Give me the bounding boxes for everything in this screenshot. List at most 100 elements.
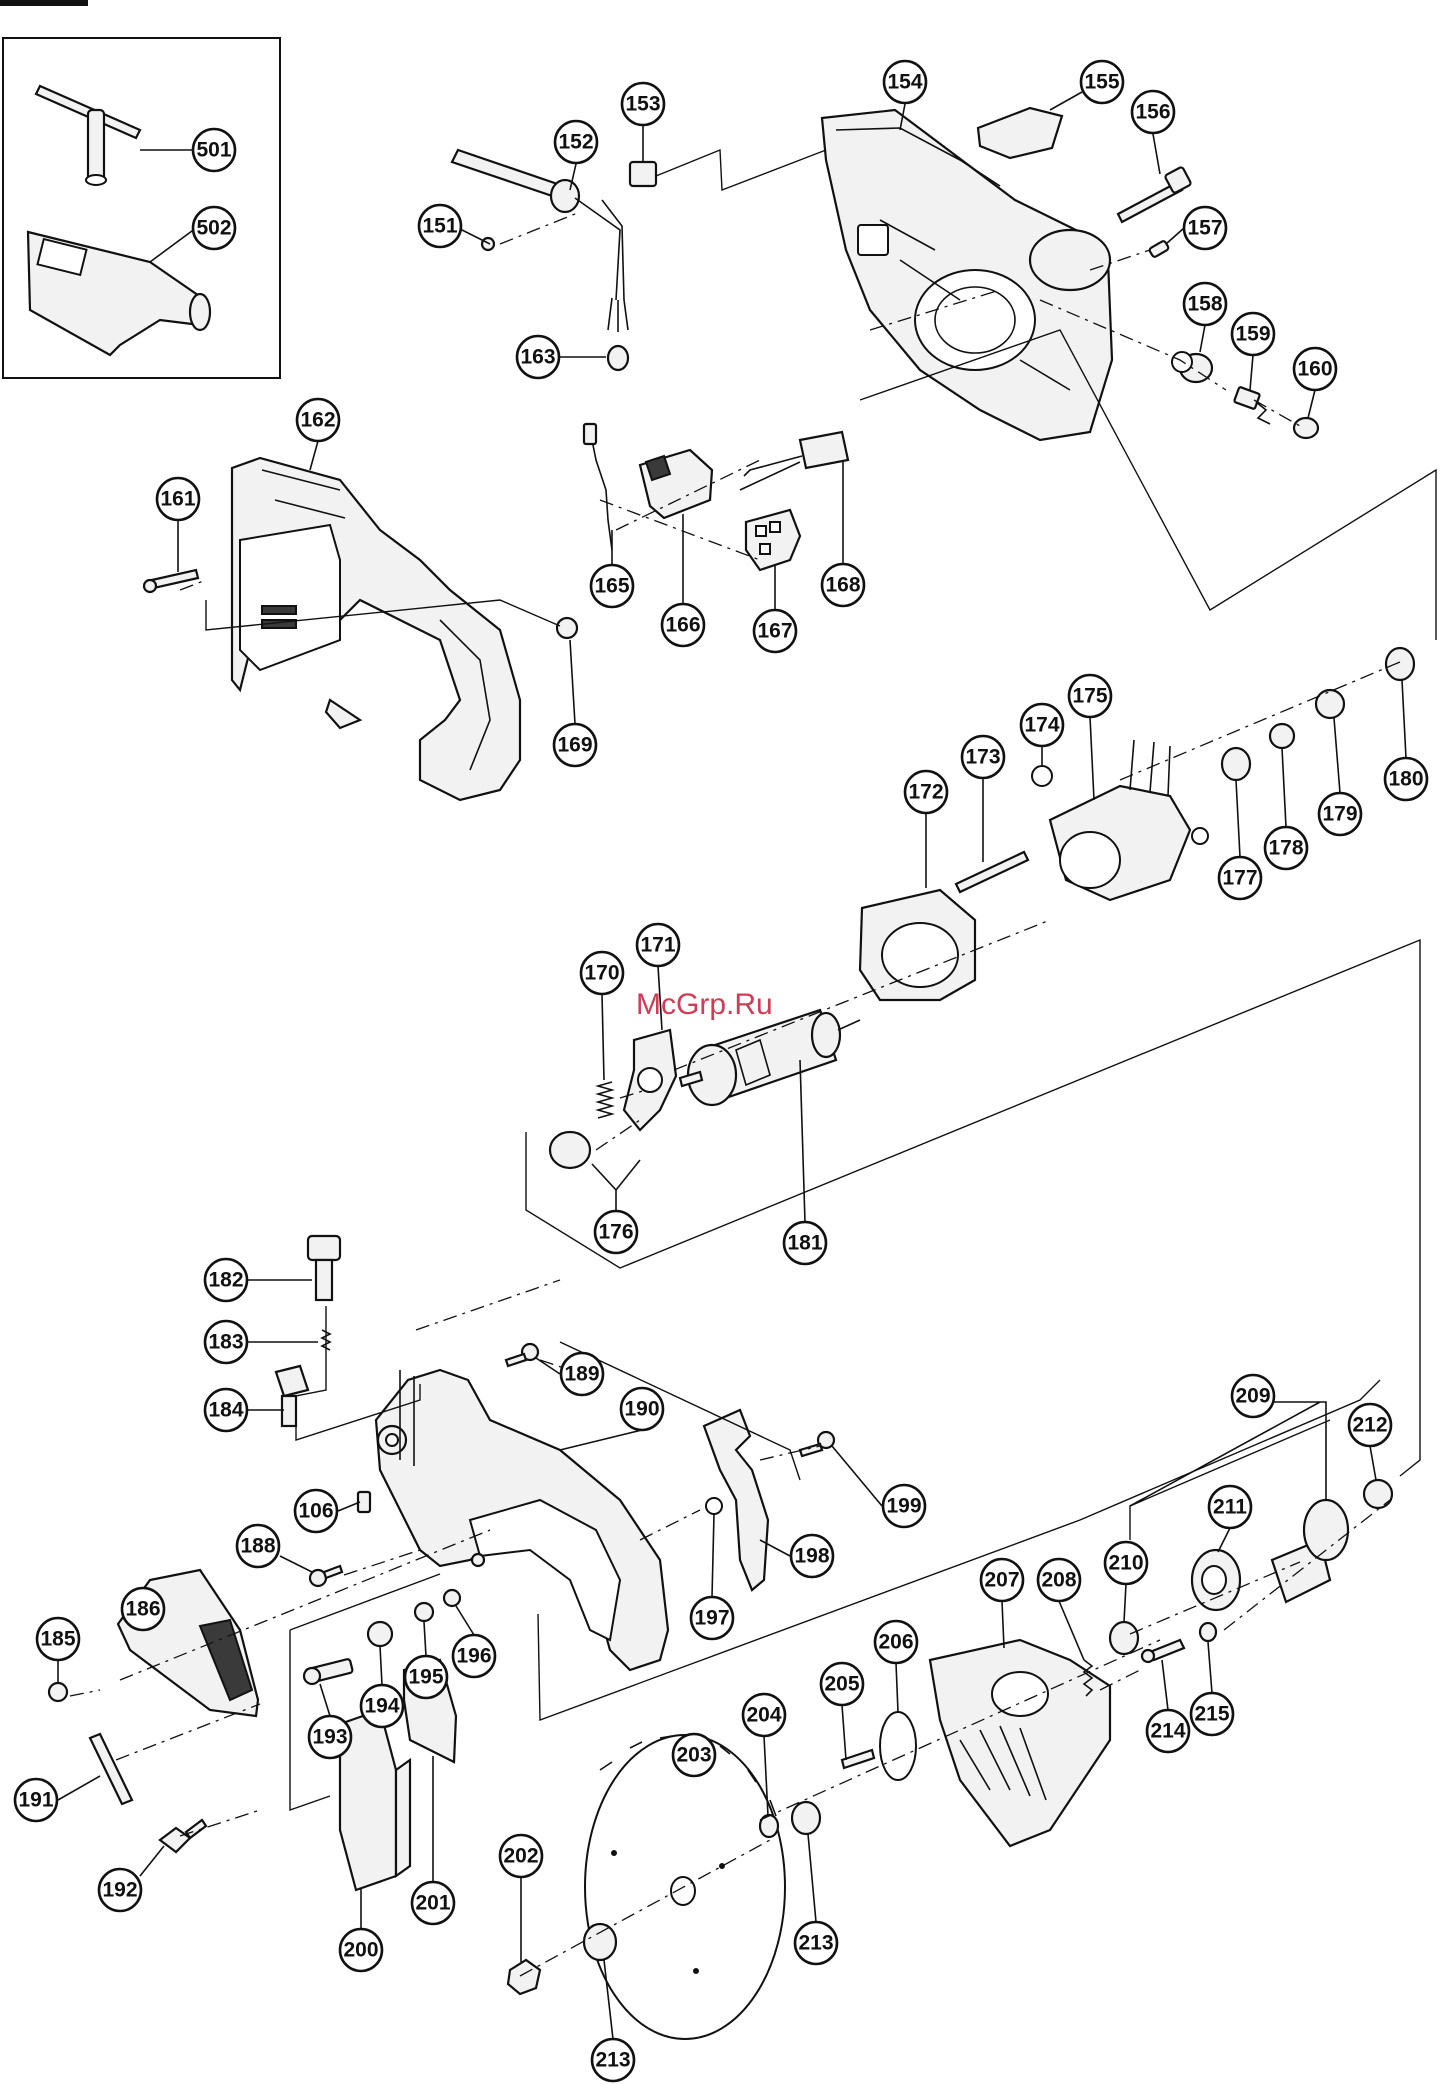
callout-155: 155 (1050, 61, 1123, 110)
handle-drawing (232, 458, 520, 800)
callout-207: 207 (981, 1559, 1023, 1648)
callout-156: 156 (1132, 91, 1174, 174)
noise-suppressor-drawing (740, 432, 848, 490)
nameplate-drawing (978, 108, 1062, 158)
callout-label-160: 160 (1297, 358, 1332, 381)
washer-194-drawing (368, 1622, 392, 1646)
callout-198: 198 (760, 1535, 833, 1577)
callout-label-163: 163 (520, 346, 555, 369)
callout-153: 153 (622, 83, 664, 162)
callout-166: 166 (662, 514, 704, 646)
callout-167: 167 (754, 566, 796, 652)
bolt-202-drawing (508, 1960, 540, 1994)
washer-178-drawing (1270, 724, 1294, 748)
screw-205-drawing (842, 1750, 874, 1768)
callout-170: 170 (581, 952, 623, 1080)
callout-199: 199 (832, 1446, 925, 1527)
callout-196: 196 (453, 1606, 495, 1677)
callout-label-172: 172 (908, 781, 943, 804)
callout-label-155: 155 (1084, 71, 1119, 94)
callout-208: 208 (1038, 1559, 1084, 1660)
callout-label-174: 174 (1024, 714, 1059, 737)
callout-169: 169 (554, 640, 596, 766)
callout-172: 172 (905, 771, 947, 888)
callout-label-188: 188 (240, 1535, 275, 1558)
callout-label-192: 192 (102, 1879, 137, 1902)
callout-175: 175 (1069, 675, 1111, 800)
callout-label-207: 207 (984, 1569, 1019, 1592)
callout-191: 191 (15, 1776, 100, 1821)
screw-199-drawing (800, 1432, 834, 1456)
callout-label-176: 176 (598, 1221, 633, 1244)
bolt-182-drawing (308, 1236, 340, 1300)
ring-179-drawing (1316, 690, 1344, 718)
bolt-193-drawing (304, 1659, 353, 1684)
callout-label-185: 185 (40, 1628, 75, 1651)
callout-label-204: 204 (746, 1704, 781, 1727)
stator-drawing (1050, 740, 1208, 900)
callout-label-180: 180 (1388, 768, 1423, 791)
callout-182: 182 (205, 1259, 312, 1301)
callout-label-183: 183 (208, 1331, 243, 1354)
callout-label-158: 158 (1187, 293, 1222, 316)
bearing-210-drawing (1110, 1622, 1138, 1654)
cord-drawing (452, 150, 656, 370)
callout-label-199: 199 (886, 1495, 921, 1518)
callout-157: 157 (1166, 207, 1226, 249)
callout-label-502: 502 (196, 217, 231, 240)
callout-162: 162 (297, 399, 339, 470)
callout-label-211: 211 (1213, 1496, 1247, 1519)
callout-label-182: 182 (208, 1269, 243, 1292)
callout-label-214: 214 (1150, 1720, 1185, 1743)
callout-label-206: 206 (878, 1631, 913, 1654)
callout-label-170: 170 (584, 962, 619, 985)
flange-213-upper-drawing (792, 1802, 820, 1834)
terminal-block-drawing (746, 510, 800, 570)
screw-185-drawing (49, 1683, 67, 1701)
callout-label-213-upper: 213 (798, 1932, 833, 1955)
watermark-text: McGrp.Ru (636, 988, 773, 1021)
callout-159: 159 (1232, 313, 1274, 390)
callout-194: 194 (361, 1646, 403, 1727)
brush-cap-drawing (1294, 418, 1318, 438)
screw-173-drawing (956, 852, 1028, 892)
callout-205: 205 (821, 1663, 863, 1760)
bearing-177-drawing (1222, 748, 1250, 780)
callout-206: 206 (875, 1621, 917, 1712)
screw-214-drawing (1142, 1640, 1184, 1662)
callout-214: 214 (1147, 1660, 1189, 1752)
callout-label-213-lower: 213 (595, 2049, 630, 2072)
callout-label-157: 157 (1187, 217, 1222, 240)
cap-169-drawing (557, 618, 577, 638)
callout-163: 163 (517, 336, 606, 378)
callout-label-175: 175 (1072, 685, 1107, 708)
callout-165: 165 (591, 530, 633, 607)
callout-151: 151 (419, 205, 490, 247)
ring-197-drawing (706, 1498, 722, 1514)
callout-192: 192 (99, 1846, 164, 1911)
callout-label-166: 166 (665, 614, 700, 637)
callout-label-194: 194 (364, 1695, 399, 1718)
callout-201: 201 (412, 1756, 454, 1924)
gear-211-drawing (1192, 1550, 1240, 1610)
screw-161-drawing (144, 570, 198, 592)
callout-label-156: 156 (1135, 101, 1170, 124)
callout-189: 189 (536, 1353, 603, 1395)
bolt-184-drawing (276, 1366, 308, 1426)
callout-label-210: 210 (1108, 1552, 1143, 1575)
callout-label-168: 168 (825, 574, 860, 597)
fan-guide-drawing (860, 890, 975, 1000)
washer-195-drawing (415, 1603, 433, 1621)
callout-label-151: 151 (422, 215, 457, 238)
callout-177: 177 (1219, 780, 1261, 899)
screw-156-drawing (1118, 166, 1192, 222)
callout-label-165: 165 (594, 575, 629, 598)
callout-label-501: 501 (196, 139, 231, 162)
washer-196-drawing (444, 1590, 460, 1606)
callout-label-203: 203 (676, 1744, 711, 1767)
spring-170-drawing (598, 1082, 612, 1118)
callout-183: 183 (205, 1321, 318, 1363)
callout-168: 168 (822, 462, 864, 606)
hex-wrench-drawing (36, 86, 140, 185)
